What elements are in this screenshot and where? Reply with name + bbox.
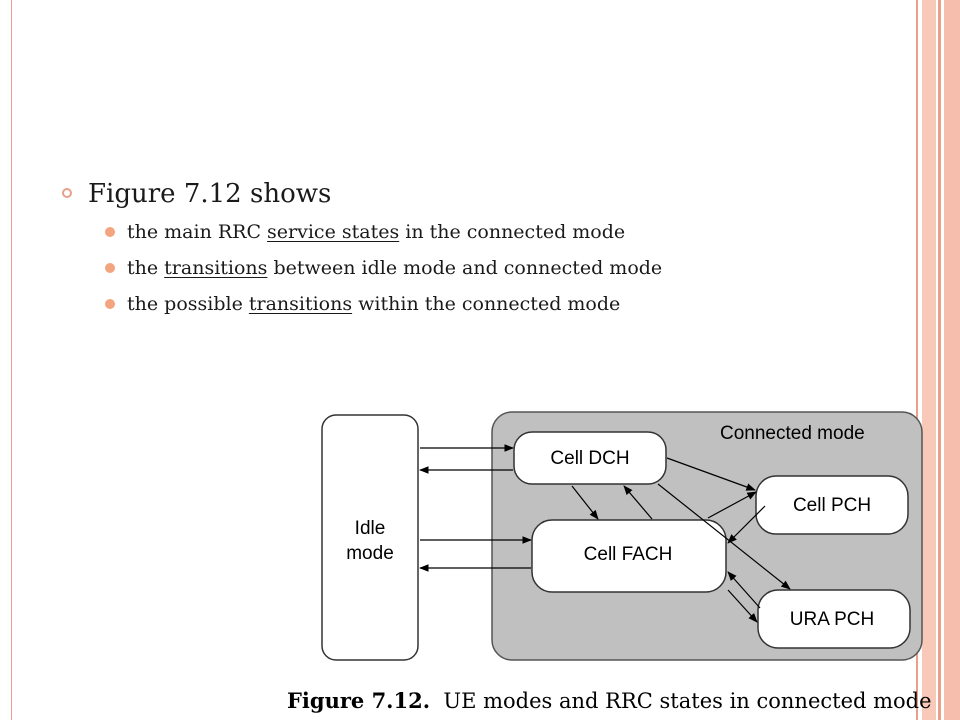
bullet-text-pre: the main RRC (127, 221, 268, 243)
dot-bullet-icon (105, 299, 115, 309)
ring-bullet-icon (62, 188, 72, 198)
bullet-underlined-term: transitions (164, 257, 268, 279)
bullet-item: the possible transitions within the conn… (105, 290, 807, 318)
bullet-underlined-term: transitions (248, 293, 353, 315)
rrc-state-diagram: Connected mode Idle mode Cell DCH Cell F… (321, 411, 923, 661)
caption-text: UE modes and RRC states in connected mod… (443, 689, 932, 713)
figure-label: Figure 7.12. (287, 688, 431, 713)
cell-dch-label: Cell DCH (550, 448, 629, 469)
bullet-text-pre: the possible (127, 293, 249, 315)
heading-text: Figure 7.12 shows (88, 179, 332, 209)
slide-content: Figure 7.12 shows the main RRC service s… (60, 176, 820, 326)
figure-caption: Figure 7.12. UE modes and RRC states in … (287, 688, 957, 718)
idle-mode-label-line1: Idle (355, 518, 386, 539)
cell-dch-box (513, 431, 667, 485)
arrow-dch-to-urapch (657, 483, 791, 590)
cell-pch-box (755, 475, 909, 535)
right-bar (922, 0, 936, 720)
ura-pch-label: URA PCH (790, 609, 874, 630)
arrow-dch-to-cellpch (666, 457, 756, 491)
bullet-list: the main RRC service states in the conne… (60, 218, 820, 318)
bullet-text-pre: the (127, 257, 165, 279)
connected-mode-label: Connected mode (720, 423, 865, 444)
bullet-item: the main RRC service states in the conne… (105, 218, 807, 246)
bullet-text-post: in the connected mode (399, 221, 626, 243)
right-bar (916, 0, 918, 720)
arrow-dch-to-fach (571, 485, 599, 520)
dot-bullet-icon (105, 227, 115, 237)
cell-fach-box (531, 519, 727, 593)
idle-mode-label-line2: mode (346, 543, 394, 564)
idle-mode-box (321, 414, 419, 661)
bullet-text-post: between idle mode and connected mode (267, 257, 663, 279)
right-decorative-bars (916, 0, 960, 720)
cell-fach-label: Cell FACH (584, 544, 673, 565)
bullet-item: the transitions between idle mode and co… (105, 254, 807, 282)
arrow-fach-to-urapch (727, 589, 758, 623)
bullet-text-post: within the connected mode (352, 293, 621, 315)
heading-item: Figure 7.12 shows (60, 176, 820, 212)
arrow-fach-to-cellpch (707, 491, 757, 519)
bullet-underlined-term: service states (267, 221, 400, 243)
left-border-line (11, 0, 12, 720)
arrow-cellpch-to-fach (727, 505, 766, 544)
right-bar (944, 0, 960, 720)
right-bar (938, 0, 941, 720)
ura-pch-box (757, 589, 911, 649)
arrow-fach-to-dch (623, 485, 653, 520)
arrow-urapch-to-fach (727, 571, 761, 609)
cell-pch-label: Cell PCH (793, 495, 871, 516)
dot-bullet-icon (105, 263, 115, 273)
